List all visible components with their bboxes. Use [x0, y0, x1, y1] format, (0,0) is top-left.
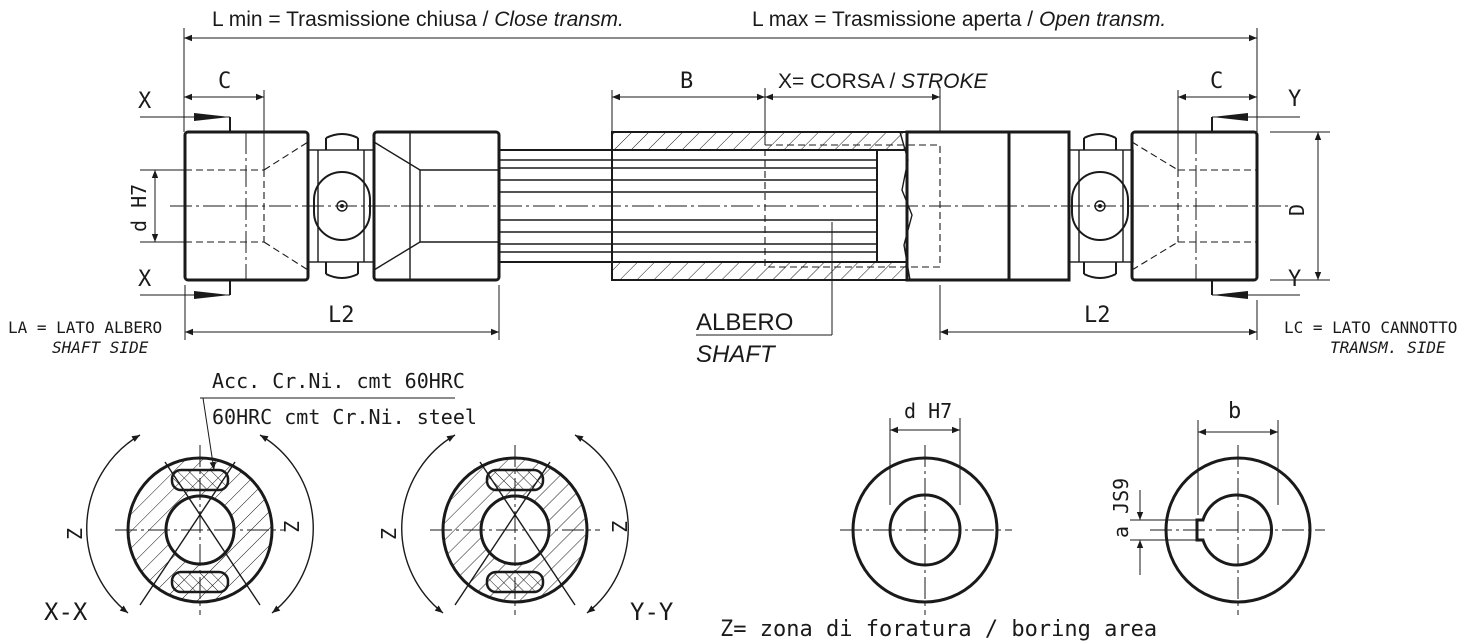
dh7-label: d H7 — [127, 184, 151, 232]
y-section-markers — [1211, 113, 1300, 299]
l2-dimensions — [184, 285, 1258, 340]
section-xx — [86, 434, 314, 615]
y-top-label: Y — [1288, 87, 1301, 112]
side-left-line2: SHAFT SIDE — [52, 338, 149, 357]
section-yy — [401, 434, 629, 615]
title-left: L min = Trasmissione chiusa / Close tran… — [212, 8, 624, 31]
stroke-label: X= CORSA / STROKE — [778, 70, 988, 93]
bore-section — [840, 418, 1012, 615]
z-label-4: Z — [607, 520, 631, 532]
side-right-line1: LC = LATO CANNOTTO — [1284, 318, 1457, 337]
shaft-label-it: ALBERO — [696, 309, 793, 336]
z-label-3: Z — [377, 528, 401, 540]
l2-left-label: L2 — [328, 303, 355, 328]
z-label-2: Z — [279, 520, 303, 532]
left-cross-joint — [307, 133, 375, 279]
x-top-label: X — [138, 89, 152, 114]
shaft-leader — [696, 222, 833, 336]
overall-length-dimension — [183, 28, 1258, 132]
shaft-label-en: SHAFT — [696, 341, 777, 368]
b-stroke-dimension — [611, 88, 941, 145]
c-right-label: C — [1210, 69, 1223, 94]
keyway-b-label: b — [1228, 399, 1241, 424]
c-left-label: C — [218, 69, 231, 94]
d-dimension — [1270, 131, 1330, 281]
b-label: B — [680, 69, 693, 94]
dh7-dimension — [140, 169, 185, 243]
keyway-section — [1130, 420, 1325, 615]
right-cross-joint — [1068, 133, 1134, 279]
section-yy-label: Y-Y — [630, 598, 674, 626]
keyway-a-label: a JS9 — [1109, 478, 1133, 538]
right-yoke — [1130, 130, 1259, 282]
l2-right-label: L2 — [1084, 303, 1111, 328]
d-label: D — [1285, 204, 1309, 216]
bore-dh7-label: d H7 — [904, 399, 952, 423]
title-right: L max = Trasmissione aperta / Open trans… — [752, 8, 1166, 31]
material-line2: 60HRC cmt Cr.Ni. steel — [212, 405, 477, 429]
splined-shaft — [498, 149, 878, 263]
material-line1: Acc. Cr.Ni. cmt 60HRC — [212, 369, 465, 393]
section-xx-label: X-X — [44, 598, 88, 626]
telescopic-tube — [611, 130, 1071, 282]
x-section-markers — [140, 113, 231, 299]
boring-area-legend: Z= zona di foratura / boring area — [720, 617, 1157, 641]
side-right-line2: TRANSM. SIDE — [1330, 338, 1446, 357]
x-bottom-label: X — [138, 267, 152, 292]
side-left-line1: LA = LATO ALBERO — [8, 318, 162, 337]
z-label-1: Z — [63, 528, 87, 540]
